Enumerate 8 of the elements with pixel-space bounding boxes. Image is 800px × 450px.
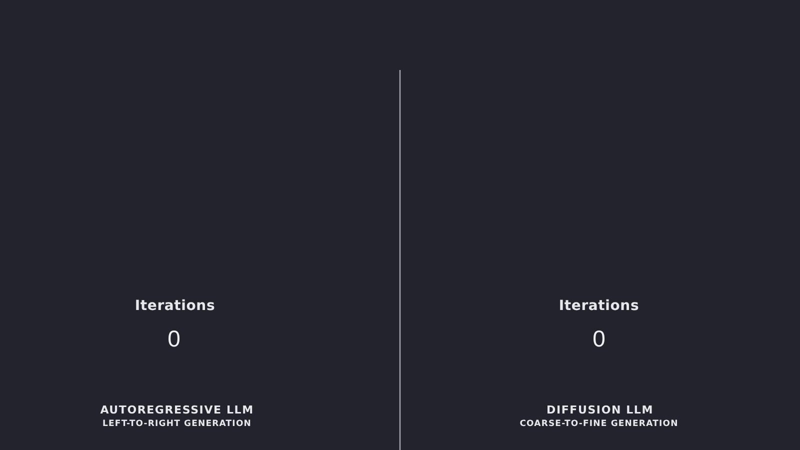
counter-label: Iterations xyxy=(134,298,216,314)
panel-subtitle: COARSE-TO-FINE GENERATION xyxy=(520,419,678,429)
panel-subtitle: LEFT-TO-RIGHT GENERATION xyxy=(102,419,252,429)
counter-label: Iterations xyxy=(558,298,640,314)
counter-value: 0 xyxy=(168,326,180,352)
panel-title: DIFFUSION LLM xyxy=(546,404,654,416)
counter-value: 0 xyxy=(592,326,606,352)
panel-title: AUTOREGRESSIVE LLM xyxy=(100,404,254,416)
